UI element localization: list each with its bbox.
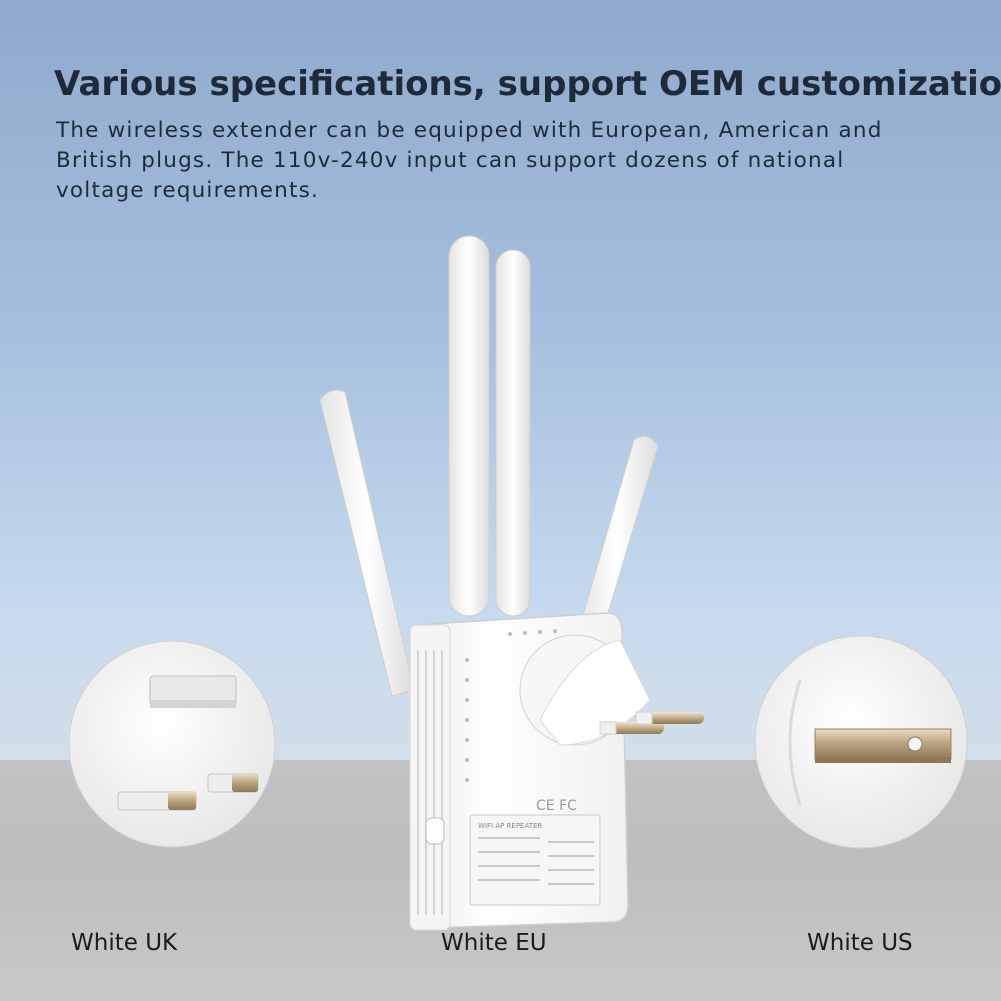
description: The wireless extender can be equipped wi… <box>56 118 883 203</box>
device-model-text: WIFI AP REPEATER <box>478 822 542 830</box>
antenna-center-right <box>495 249 531 617</box>
caption-white-eu: White EU <box>441 930 547 956</box>
antenna-left <box>319 389 415 697</box>
caption-white-uk: White UK <box>71 930 178 956</box>
headline: Various specifications, support OEM cust… <box>54 64 1001 104</box>
repeater-device: WIFI AP REPEATER CE FC <box>409 612 704 931</box>
antenna-center-left <box>448 235 490 617</box>
caption-white-us: White US <box>807 930 913 956</box>
device-cert-text: CE FC <box>536 798 577 814</box>
us-plug-illustration <box>754 635 968 849</box>
antenna-right <box>577 435 659 641</box>
uk-plug-illustration <box>68 640 276 848</box>
